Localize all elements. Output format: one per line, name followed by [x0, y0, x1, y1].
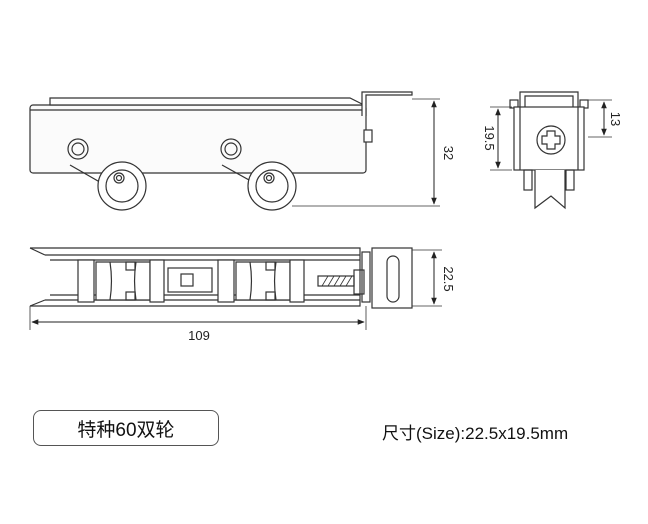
end-view: [490, 91, 612, 210]
side-top-plate: [49, 97, 365, 106]
screw-head: [536, 125, 566, 155]
dim-end-small-text: 13: [608, 112, 623, 126]
side-hook: [361, 91, 413, 116]
top-wheel-assembly-left: [77, 259, 165, 303]
product-name-box: 特种60双轮: [33, 410, 219, 446]
product-name: 特种60双轮: [77, 419, 175, 441]
side-wheel-left: [97, 161, 147, 211]
top-wheel-assembly-right: [217, 259, 305, 303]
side-axle-right: [220, 138, 242, 160]
size-label: 尺寸(Size):22.5x19.5mm: [382, 424, 569, 443]
dim-length-text: 109: [188, 328, 210, 343]
side-axle-left: [67, 138, 89, 160]
dim-width-text: 22.5: [441, 266, 456, 291]
side-view: [29, 91, 440, 211]
side-wheel-right: [247, 161, 297, 211]
top-center-block: [167, 267, 213, 293]
top-end-plate: [371, 247, 413, 309]
end-wheel: [534, 170, 566, 210]
dim-end-height-text: 19.5: [482, 125, 497, 150]
top-view: [29, 247, 442, 330]
dim-height-text: 32: [441, 146, 456, 160]
